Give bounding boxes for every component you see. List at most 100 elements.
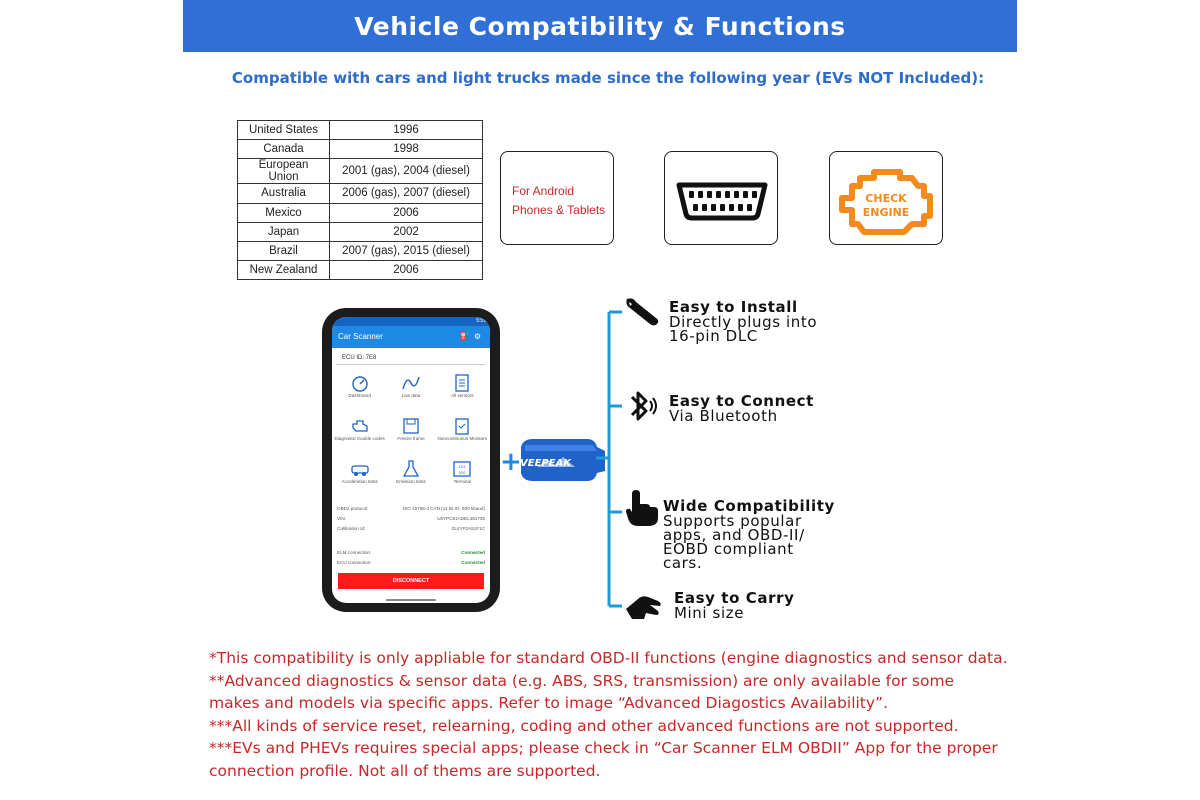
app-feature-label: Dashboard <box>348 393 371 398</box>
obd-adapter-image <box>521 439 605 481</box>
footnote: ***EVs and PHEVs requires special apps; … <box>209 739 998 780</box>
app-feature-6[interactable]: Acceleration tests <box>334 457 385 496</box>
ecu-id-label: ECU ID: 7E8 <box>336 348 486 365</box>
year-cell: 2007 (gas), 2015 (diesel) <box>329 240 483 262</box>
feature-desc: Via Bluetooth <box>669 407 778 425</box>
app-feature-label: Live data <box>401 393 421 398</box>
feature-easy-carry: Easy to Carry Mini size <box>674 589 795 622</box>
graph-icon <box>385 373 436 393</box>
compatibility-subtitle: Compatible with cars and light trucks ma… <box>231 69 985 87</box>
check-engine-box: CHECK ENGINE <box>829 151 943 245</box>
feature-title: Easy to Install <box>669 298 798 316</box>
footnote: ***All kinds of service reset, relearnin… <box>209 716 959 735</box>
year-cell: 2006 (gas), 2007 (diesel) <box>329 183 483 204</box>
check-engine-text-2: ENGINE <box>863 206 910 219</box>
app-feature-3[interactable]: Diagnostic trouble codes <box>334 414 385 453</box>
app-feature-5[interactable]: Noncontinuous Monitors <box>437 414 488 453</box>
footnotes: *This compatibility is only appliable fo… <box>209 647 1009 782</box>
feature-desc: Directly plugs into <box>669 313 818 331</box>
app-feature-label: Terminal <box>453 479 471 484</box>
android-support-box: For Android Phones & Tablets <box>500 151 614 245</box>
obd-port-box <box>664 151 778 245</box>
check-engine-text-1: CHECK <box>865 192 907 205</box>
app-feature-2[interactable]: All sensors <box>437 371 488 410</box>
app-feature-4[interactable]: Freeze frame <box>385 414 436 453</box>
footnote: *This compatibility is only appliable fo… <box>209 649 1008 667</box>
flask-icon <box>385 459 436 479</box>
feature-easy-install: Easy to Install Directly plugs into 16-p… <box>669 298 818 345</box>
connection-key: ECU connection: <box>337 560 372 565</box>
disconnect-button[interactable]: DISCONNECT <box>338 573 484 589</box>
connection-row: ELM connection:Connected <box>337 548 485 558</box>
feature-desc: Mini size <box>674 604 745 622</box>
vehicle-info: OBD2 protocol: ISO 15765-4 CAN (11 bit ID… <box>332 496 490 534</box>
app-bar: Car Scanner ⛽⚙ <box>332 326 490 348</box>
obd-connector-icon <box>676 182 768 221</box>
status-bar: 5:59 <box>332 317 490 326</box>
feature-desc: apps, and OBD-II/ <box>663 526 805 544</box>
app-feature-0[interactable]: Dashboard <box>334 371 385 410</box>
app-feature-label: Acceleration tests <box>341 479 378 484</box>
clipboard-icon <box>437 416 488 436</box>
feature-desc: EOBD compliant <box>663 540 794 558</box>
bluetooth-icon <box>630 391 657 421</box>
region-cell: European Union <box>237 158 330 185</box>
connection-row: ECU connection: Connected <box>337 558 485 568</box>
feature-desc: Supports popular <box>663 512 802 530</box>
info-row: OBD2 protocol: ISO 15765-4 CAN (11 bit ID… <box>337 504 485 514</box>
info-value: ISO 15765-4 CAN (11 bit ID, 500 kbaud) <box>402 506 485 511</box>
info-key: OBD2 protocol: <box>337 506 369 511</box>
connection-status: Connected <box>461 550 485 555</box>
car-icon <box>334 459 385 479</box>
svg-text:010: 010 <box>459 470 466 475</box>
feature-title: Easy to Carry <box>674 589 795 607</box>
feature-desc: cars. <box>663 554 703 572</box>
page-title: Vehicle Compatibility & Functions <box>354 11 846 41</box>
feature-title: Wide Compatibility <box>663 497 835 515</box>
feature-desc: 16-pin DLC <box>669 327 758 345</box>
hand-pointer-icon <box>626 490 658 526</box>
fuel-icon[interactable]: ⛽ <box>459 332 474 341</box>
info-value: ZL4YP2A51F1C <box>451 526 485 531</box>
gauge-icon <box>334 373 385 393</box>
home-indicator <box>386 599 436 601</box>
app-feature-label: Emission tests <box>396 479 426 484</box>
year-cell: 1998 <box>329 139 483 160</box>
info-value: U5YPC81ADEL481735 <box>437 516 485 521</box>
region-cell: Brazil <box>237 240 330 262</box>
app-feature-1[interactable]: Live data <box>385 371 436 410</box>
check-engine-icon: CHECK ENGINE <box>839 169 933 235</box>
connection-status: Connected <box>461 560 485 565</box>
android-line-1: For Android <box>512 184 575 198</box>
plus-icon: + <box>500 447 522 477</box>
title-banner: Vehicle Compatibility & Functions <box>183 0 1017 52</box>
year-cell: 2001 (gas), 2004 (diesel) <box>329 158 483 185</box>
app-feature-label: Diagnostic trouble codes <box>334 436 385 441</box>
footnote: **Advanced diagnostics & sensor data (e.… <box>209 671 955 713</box>
app-feature-7[interactable]: Emission tests <box>385 457 436 496</box>
list-icon <box>437 373 488 393</box>
region-cell: New Zealand <box>237 260 330 281</box>
status-time: 5:59 <box>476 318 486 324</box>
gear-icon[interactable]: ⚙ <box>473 332 485 341</box>
hand-carry-icon <box>626 596 661 619</box>
app-feature-label: Freeze frame <box>397 436 425 441</box>
save-icon <box>385 416 436 436</box>
app-title: Car Scanner <box>338 332 383 341</box>
feature-wide-compatibility: Wide Compatibility Supports popular apps… <box>663 497 835 572</box>
wrench-icon <box>626 298 659 326</box>
region-cell: Mexico <box>237 202 330 223</box>
feature-easy-connect: Easy to Connect Via Bluetooth <box>669 394 814 425</box>
android-line-2: Phones & Tablets <box>512 203 606 217</box>
adapter-brand-label: VEEPEAK <box>520 458 572 469</box>
